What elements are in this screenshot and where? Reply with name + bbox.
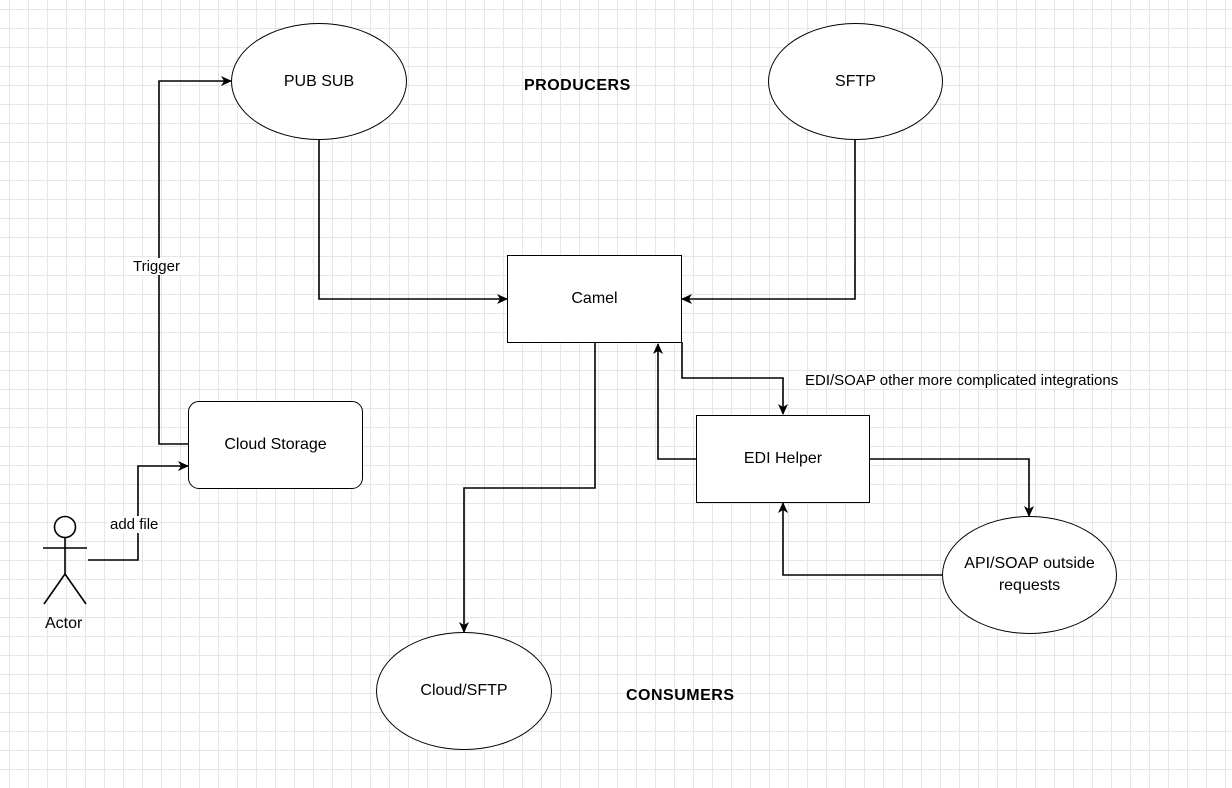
trigger-edge-label: Trigger — [131, 258, 182, 275]
sftp-node[interactable]: SFTP — [768, 23, 943, 140]
producers-heading: PRODUCERS — [524, 77, 631, 94]
cloud-storage-label: Cloud Storage — [224, 436, 327, 453]
cloud-sftp-node[interactable]: Cloud/SFTP — [376, 632, 552, 750]
add-file-edge-label: add file — [108, 516, 161, 533]
consumers-heading: CONSUMERS — [626, 687, 735, 704]
edge-camel-to-edi-helper — [681, 342, 788, 415]
api-soap-label: API/SOAP outside requests — [964, 555, 1095, 594]
api-soap-node[interactable]: API/SOAP outside requests — [942, 516, 1117, 634]
cloud-storage-node[interactable]: Cloud Storage — [188, 401, 363, 489]
pub-sub-label: PUB SUB — [283, 72, 355, 90]
edge-camel-to-cloud-sftp — [459, 342, 596, 633]
edi-soap-edge-label: EDI/SOAP other more complicated integrat… — [805, 372, 1119, 389]
cloud-sftp-label: Cloud/SFTP — [420, 682, 508, 699]
edge-sftp-to-camel — [681, 140, 856, 304]
camel-label: Camel — [571, 290, 618, 307]
edi-helper-node[interactable]: EDI Helper — [696, 415, 870, 503]
pub-sub-node[interactable]: PUB SUB — [231, 23, 407, 140]
edge-actor-to-cloud-storage — [88, 461, 189, 561]
edge-api-soap-to-edi-helper — [778, 502, 943, 576]
actor-icon[interactable] — [40, 515, 90, 607]
actor-label: Actor — [45, 615, 83, 632]
edge-pub-sub-to-camel — [318, 140, 508, 304]
camel-node[interactable]: Camel — [507, 255, 682, 343]
sftp-label: SFTP — [835, 72, 876, 90]
edi-helper-label: EDI Helper — [743, 450, 823, 467]
edge-edi-helper-to-api-soap — [869, 458, 1034, 517]
edge-edi-helper-to-camel — [653, 343, 696, 460]
